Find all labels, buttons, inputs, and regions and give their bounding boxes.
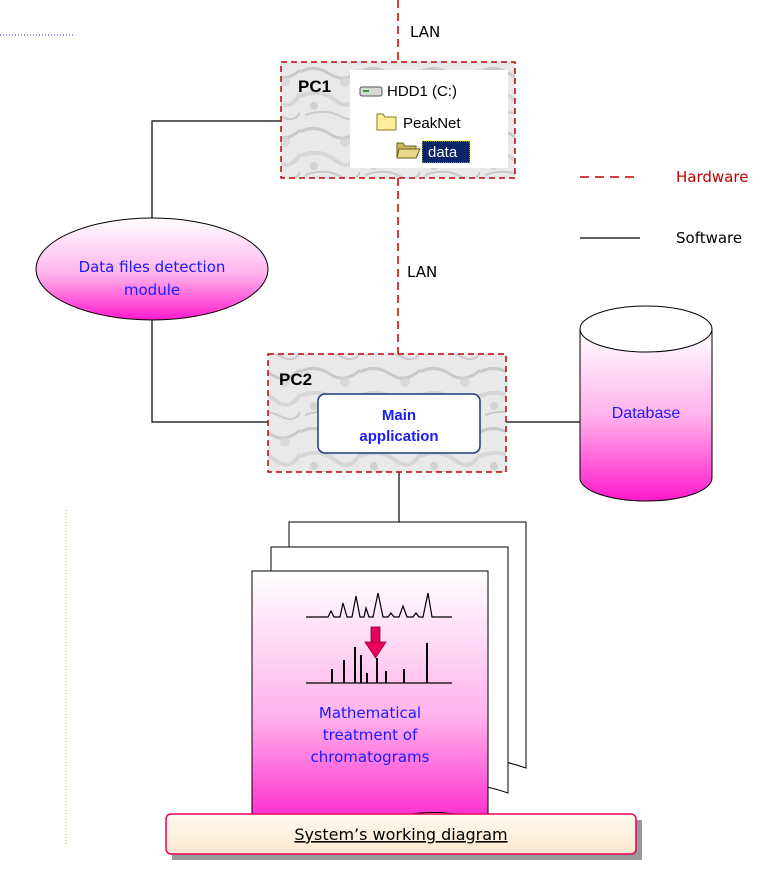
pc2-box: PC2 Main application [267,353,507,473]
detection-module-line-2: module [124,281,180,299]
legend-software-label: Software [676,229,742,247]
chromatogram-document [251,570,489,835]
lan-label-middle: LAN [407,263,437,281]
treated-peaks [331,643,428,683]
selected-subfolder-highlight [422,141,470,163]
lan-label-top: LAN [410,23,440,41]
folder-label: PeakNet [403,115,461,132]
caption-text: System’s working diagram [294,825,507,844]
database: Database [579,305,713,502]
raw-chromatogram [306,592,452,618]
main-application-line-2: application [359,428,438,445]
document-line-1: Mathematical [319,704,421,722]
pc1-label: PC1 [298,77,331,96]
database-label: Database [612,405,681,422]
link-pc1-to-module [151,120,281,218]
legend: Hardware Software [580,168,748,247]
legend-hardware-label: Hardware [676,168,748,186]
detection-module: Data files detection module [35,217,269,321]
pc1-box: PC1 HDD1 (C:) PeakNet data [280,61,516,179]
subfolder-label: data [428,144,458,161]
document-stack: Mathematical treatment of chromatograms [251,521,527,835]
pc2-label: PC2 [279,370,312,389]
drive-label: HDD1 (C:) [387,83,457,100]
detection-module-line-1: Data files detection [79,258,226,276]
treatment-arrow [364,626,387,659]
link-module-to-pc2 [151,318,318,423]
document-line-2: treatment of [323,726,418,744]
caption-box: System’s working diagram [165,813,642,860]
main-application [317,393,481,454]
drive-icon [359,86,383,97]
main-application-line-1: Main [382,407,416,424]
open-folder-icon [396,142,421,159]
folder-icon [376,113,397,131]
document-line-3: chromatograms [311,748,430,766]
